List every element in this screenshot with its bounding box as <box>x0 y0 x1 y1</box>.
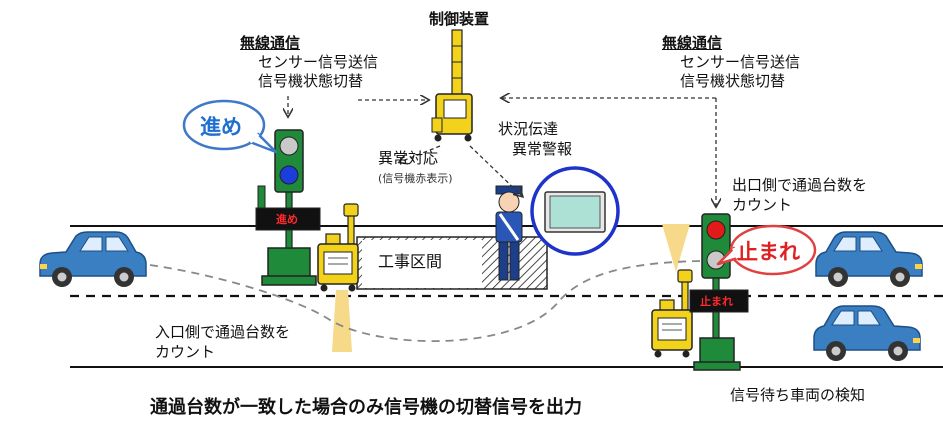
waiting-detection-label: 信号待ち車両の検知 <box>730 386 866 404</box>
wireless-right-line2: 信号機状態切替 <box>680 72 786 90</box>
abnormal-line2: (信号機赤表示) <box>378 172 453 185</box>
wireless-left-line1: センサー信号送信 <box>258 53 379 71</box>
work-zone-label: 工事区間 <box>378 252 443 271</box>
controller-label: 制御装置 <box>428 10 489 28</box>
speech-bubble-icon <box>716 224 817 276</box>
exit-count-line2: カウント <box>732 196 793 214</box>
wireless-left-title: 無線通信 <box>240 34 301 52</box>
exit-count-line1: 出口側で通過台数を <box>732 176 868 194</box>
work-zone-label-bg <box>362 240 482 288</box>
car-icon <box>815 231 923 288</box>
arrow-abnormal-response <box>400 145 441 162</box>
abnormal-line1: 異常対応 <box>378 149 439 167</box>
car-icon <box>39 231 147 288</box>
monitor-icon <box>530 166 620 256</box>
entry-count-line1: 入口側で通過台数を <box>155 323 291 341</box>
exit-sensor-beam <box>662 224 690 272</box>
sensor-unit-icon <box>651 269 693 359</box>
status-line2: 異常警報 <box>512 140 573 158</box>
left-signboard-text: 進め <box>276 213 298 226</box>
vehicle-route-path <box>149 259 781 342</box>
traffic-signal-icon <box>255 129 321 286</box>
entry-sensor-beam <box>332 290 352 352</box>
speech-bubble-icon <box>182 99 278 154</box>
wireless-left-line2: 信号機状態切替 <box>258 72 364 90</box>
sensor-unit-icon <box>317 203 359 293</box>
footer-caption: 通過台数が一致した場合のみ信号機の切替信号を出力 <box>150 397 582 418</box>
status-line1: 状況伝達 <box>498 120 559 138</box>
controller-unit-icon <box>431 29 473 142</box>
wireless-right-title: 無線通信 <box>662 34 723 52</box>
arrow-status-to-monitor <box>469 145 522 196</box>
go-bubble-text: 進め <box>200 115 242 139</box>
entry-count-line2: カウント <box>155 343 216 361</box>
stop-bubble-text: 止まれ <box>737 240 800 264</box>
wireless-right-line1: センサー信号送信 <box>680 53 801 71</box>
right-signboard-text: 止まれ <box>700 295 733 308</box>
car-icon <box>813 305 921 362</box>
